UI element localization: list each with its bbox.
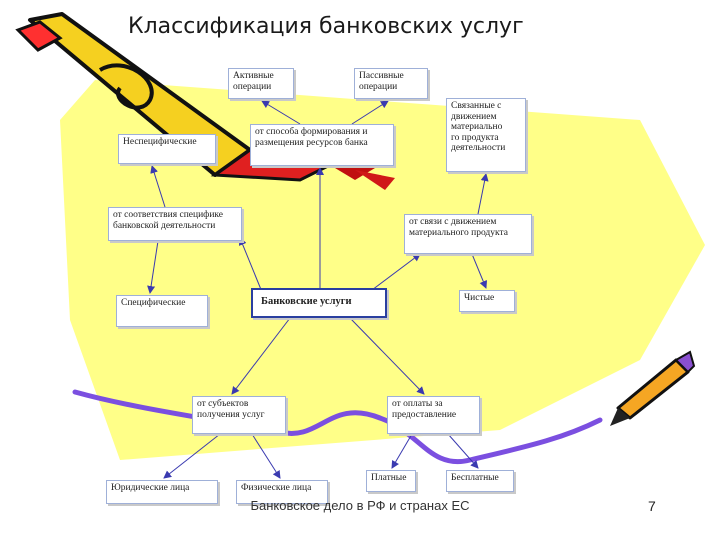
slide-footer: Банковское дело в РФ и странах ЕС xyxy=(250,498,470,513)
arrow-link-to-pure xyxy=(471,253,488,289)
arrow-specificity-to-specific xyxy=(147,240,159,294)
node-nonspecific: Неспецифические xyxy=(118,134,216,164)
node-active-operations: Активные операции xyxy=(228,68,294,99)
arrow-payment-to-paid xyxy=(391,433,413,469)
node-free: Бесплатные xyxy=(446,470,514,492)
node-paid: Платные xyxy=(366,470,416,492)
arrow-resource-to-active xyxy=(261,100,301,125)
arrow-resource-to-passive xyxy=(351,100,389,125)
node-passive-operations: Пассивные операции xyxy=(354,68,428,99)
page-number: 7 xyxy=(648,498,656,514)
node-specificity: от соответствия специфике банковской дея… xyxy=(108,207,242,241)
node-individuals: Физические лица xyxy=(236,480,328,504)
node-banking-services: Банковские услуги xyxy=(251,288,387,318)
small-pencil-icon xyxy=(610,350,696,426)
node-resource-method: от способа формирования и размещения рес… xyxy=(250,124,394,166)
arrow-link-to-material-related xyxy=(477,173,489,215)
arrow-center-to-material-link xyxy=(371,253,421,291)
node-subjects: от субъектов получения услуг xyxy=(192,396,286,434)
slide-title: Классификация банковских услуг xyxy=(128,14,524,39)
node-material-related: Связанные с движением материально го про… xyxy=(446,98,526,172)
arrow-payment-to-free xyxy=(447,433,479,469)
node-pure: Чистые xyxy=(459,290,515,312)
arrow-center-to-subjects xyxy=(231,317,291,395)
arrow-specificity-to-nonspecific xyxy=(150,165,166,208)
arrow-center-to-specificity xyxy=(238,237,263,293)
connector-arrows xyxy=(147,100,489,479)
node-payment: от оплаты за предоставление xyxy=(387,396,480,434)
node-specific: Специфические xyxy=(116,295,208,327)
arrow-subjects-to-legal xyxy=(163,433,221,479)
node-material-link: от связи с движением материального проду… xyxy=(404,214,532,254)
arrow-center-to-payment xyxy=(349,317,425,395)
node-legal-entities: Юридические лица xyxy=(106,480,218,504)
arrow-subjects-to-individuals xyxy=(251,433,281,479)
